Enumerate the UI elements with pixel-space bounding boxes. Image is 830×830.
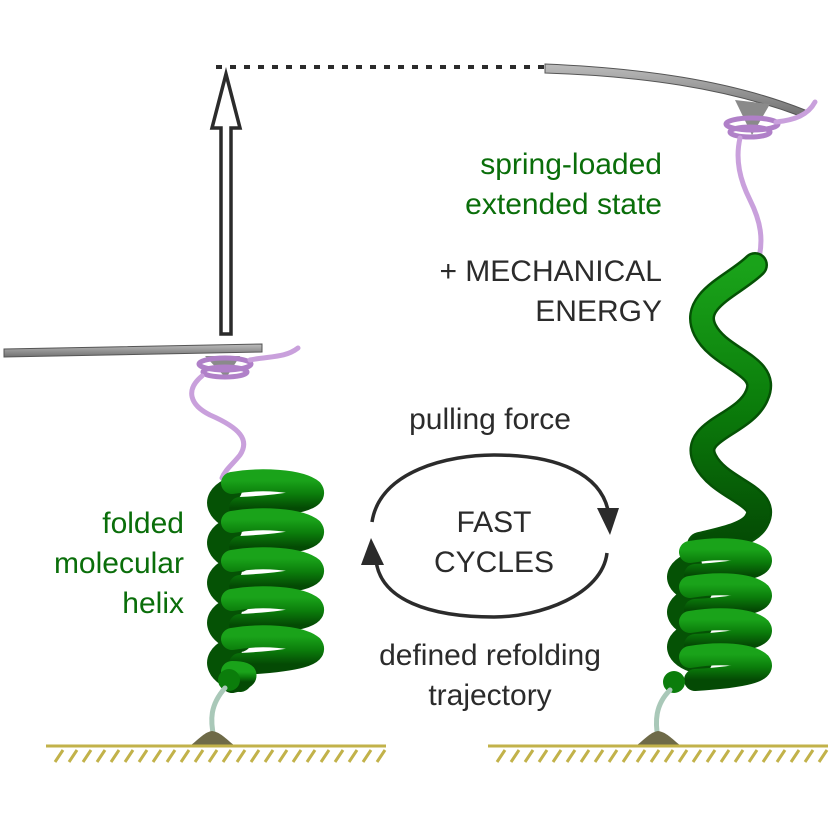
surface-hatch-mark — [95, 749, 107, 763]
cycle-bottom-arc — [374, 552, 609, 619]
surface-hatch-mark — [123, 749, 135, 763]
surface-hatch-mark — [705, 749, 717, 763]
surface-hatch-mark — [663, 749, 675, 763]
left-anchor — [190, 731, 235, 746]
surface-hatch-mark — [761, 749, 773, 763]
right-anchor — [636, 731, 681, 746]
surface-hatch-mark — [719, 749, 731, 763]
surface-hatch-mark — [621, 749, 633, 763]
cycle-down-arrowhead-icon — [597, 508, 619, 535]
left-surface — [46, 744, 387, 763]
surface-hatch-mark — [593, 749, 605, 763]
mechanical-energy-line-1: + MECHANICAL — [439, 255, 662, 288]
surface-hatch-mark — [319, 749, 331, 763]
surface-hatch-mark — [165, 749, 177, 763]
right-extended-helix — [654, 252, 772, 741]
surface-hatch-mark — [747, 749, 759, 763]
extended-state-label: spring-loaded extended state — [465, 145, 662, 225]
surface-hatch-mark — [523, 749, 535, 763]
surface-hatch-mark — [509, 749, 521, 763]
surface-hatch-mark — [81, 749, 93, 763]
folded-helix-line-2: molecular — [53, 547, 184, 580]
surface-hatch-mark — [789, 749, 801, 763]
surface-hatch-mark — [277, 749, 289, 763]
surface-hatch-mark — [565, 749, 577, 763]
mechanical-energy-line-2: ENERGY — [535, 295, 662, 328]
surface-hatch-mark — [235, 749, 247, 763]
surface-hatch-mark — [495, 749, 507, 763]
surface-hatch-mark — [677, 749, 689, 763]
refolding-trajectory-label: defined refolding trajectory — [330, 636, 650, 716]
refolding-trajectory-line-2: trajectory — [428, 679, 552, 712]
surface-hatch-mark — [305, 749, 317, 763]
left-cantilever — [3, 343, 263, 378]
surface-hatch-mark — [691, 749, 703, 763]
surface-hatch-mark — [53, 749, 65, 763]
cycle-top-arc — [370, 453, 610, 523]
surface-hatch-mark — [67, 749, 79, 763]
fast-cycles-line-2: CYCLES — [433, 546, 555, 579]
cycle-diagram — [370, 453, 610, 619]
surface-hatch-mark — [151, 749, 163, 763]
surface-hatch-mark — [803, 749, 815, 763]
surface-hatch-mark — [347, 749, 359, 763]
mechanical-energy-label: + MECHANICAL ENERGY — [439, 252, 662, 332]
refolding-trajectory-line-1: defined refolding — [379, 639, 601, 672]
surface-hatch-mark — [579, 749, 591, 763]
left-folded-helix — [207, 469, 324, 741]
up-arrow-icon — [209, 67, 243, 336]
surface-hatch-mark — [607, 749, 619, 763]
surface-hatch-mark — [263, 749, 275, 763]
surface-hatch-mark — [291, 749, 303, 763]
right-linker — [723, 99, 818, 268]
folded-helix-line-3: helix — [122, 587, 184, 620]
surface-hatch-mark — [221, 749, 233, 763]
fast-cycles-label: FAST CYCLES — [394, 503, 594, 583]
right-surface — [488, 744, 829, 763]
cycle-up-arrowhead-icon — [361, 538, 384, 565]
surface-hatch-mark — [775, 749, 787, 763]
folded-helix-line-1: folded — [102, 507, 184, 540]
surface-hatch-mark — [207, 749, 219, 763]
surface-hatch-mark — [137, 749, 149, 763]
fast-cycles-line-1: FAST — [456, 506, 532, 539]
surface-hatch-mark — [361, 749, 373, 763]
surface-hatch-mark — [649, 749, 661, 763]
surface-hatch-mark — [333, 749, 345, 763]
surface-hatch-mark — [817, 749, 829, 763]
surface-hatch-mark — [733, 749, 745, 763]
surface-hatch-mark — [249, 749, 261, 763]
pulling-force-label: pulling force — [409, 403, 571, 436]
surface-hatch-mark — [635, 749, 647, 763]
folded-helix-label: folded molecular helix — [54, 504, 184, 624]
extended-state-line-2: extended state — [465, 188, 662, 221]
extended-state-line-1: spring-loaded — [480, 148, 662, 181]
right-cantilever — [544, 63, 806, 135]
surface-hatch-mark — [193, 749, 205, 763]
surface-hatch-mark — [551, 749, 563, 763]
surface-hatch-mark — [109, 749, 121, 763]
left-linker — [189, 345, 301, 481]
surface-hatch-mark — [179, 749, 191, 763]
surface-hatch-mark — [375, 749, 387, 763]
surface-hatch-mark — [537, 749, 549, 763]
